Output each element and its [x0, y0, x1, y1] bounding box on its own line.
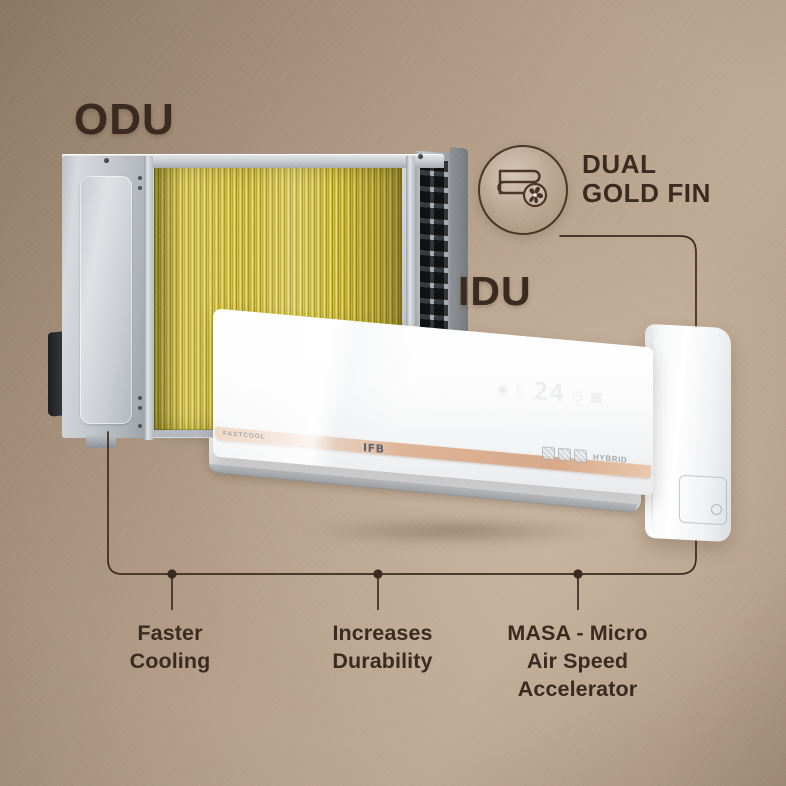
badge-text: DUAL GOLD FIN	[582, 149, 712, 209]
hybrid-chip-icon	[558, 447, 571, 462]
caption-line: Durability	[332, 648, 433, 673]
ifb-brand-logo: IFB	[363, 441, 385, 456]
odu-left-casing	[62, 156, 148, 438]
caption-line: MASA - Micro	[507, 621, 648, 645]
odu-right-post	[406, 156, 415, 440]
hybrid-label: HYBRID	[593, 452, 628, 465]
feature-caption-increases-durability: Increases Durability	[295, 620, 470, 676]
caption-line: Cooling	[129, 648, 211, 673]
caption-line: Faster	[137, 621, 203, 645]
dual-gold-fin-badge: DUAL GOLD FIN	[470, 140, 720, 240]
idu-title: IDU	[458, 268, 532, 314]
indoor-split-ac-unit: ◉ ☾ 24 ◷ ▦ FASTCOOL IFB HYBRID	[205, 308, 731, 558]
idu-side-access-panel	[679, 474, 727, 526]
odu-rivet	[138, 186, 142, 190]
feature-caption-masa: MASA - Micro Air Speed Accelerator	[480, 620, 675, 704]
caption-line: Accelerator	[517, 676, 638, 701]
timer-icon: ◷	[571, 386, 584, 403]
odu-foot-left	[86, 436, 116, 448]
hybrid-chip-icon	[574, 449, 587, 464]
badge-circle-frame	[478, 145, 568, 235]
coil-fan-icon	[497, 169, 548, 208]
odu-left-post	[144, 156, 153, 440]
odu-title: ODU	[74, 95, 175, 144]
odu-screw	[104, 158, 109, 163]
hybrid-chip-icon	[542, 446, 555, 461]
odu-left-panel-inset	[80, 176, 132, 424]
display-temperature: 24	[534, 376, 565, 408]
fan-grid-icon: ▦	[590, 388, 603, 405]
odu-rivet	[138, 424, 142, 428]
caption-line: Increases	[332, 621, 433, 645]
power-icon: ◉	[497, 380, 509, 397]
odu-screw	[418, 154, 423, 159]
caption-line: Air Speed	[526, 648, 629, 673]
badge-line-2: GOLD FIN	[582, 178, 712, 209]
feature-caption-faster-cooling: Faster Cooling	[90, 620, 250, 676]
odu-rivet	[138, 406, 142, 410]
odu-top-bar	[62, 154, 444, 168]
badge-line-1: DUAL	[582, 149, 657, 179]
odu-rivet	[138, 176, 142, 180]
odu-rivet	[138, 396, 142, 400]
idu-drop-shadow	[235, 514, 675, 548]
sleep-moon-icon: ☾	[515, 381, 527, 398]
idu-side-knob	[711, 504, 722, 515]
